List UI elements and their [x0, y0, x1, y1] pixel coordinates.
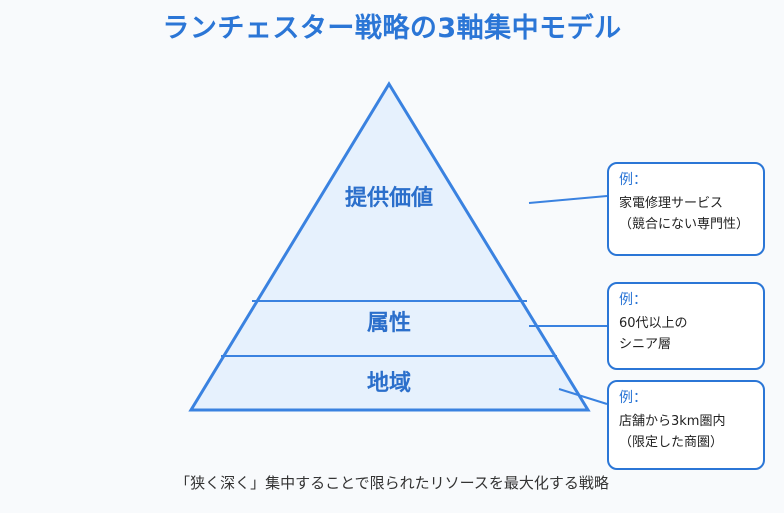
- example-line: シニア層: [619, 337, 672, 352]
- example-box-region: 例： 店舗から3km圏内 （限定した商圏）: [607, 380, 765, 470]
- pyramid-triangle: [188, 81, 591, 412]
- connector-line-3: [558, 388, 608, 405]
- example-line: 60代以上の: [619, 316, 688, 331]
- example-line: 家電修理サービス: [619, 196, 724, 211]
- example-heading: 例：: [619, 390, 647, 406]
- page-title: ランチェスター戦略の3軸集中モデル: [162, 13, 622, 44]
- layer-label-value: 提供価値: [344, 186, 433, 211]
- layer-label-attribute: 属性: [366, 311, 411, 336]
- example-heading: 例：: [619, 172, 647, 188]
- connector-line-1: [528, 195, 608, 204]
- example-box-attribute: 例： 60代以上の シニア層: [607, 282, 765, 370]
- example-box-value: 例： 家電修理サービス （競合にない専門性）: [607, 162, 765, 256]
- layer-label-region: 地域: [366, 371, 411, 396]
- example-line: （競合にない専門性）: [619, 217, 750, 232]
- example-heading: 例：: [619, 292, 647, 308]
- caption: 「狭く深く」集中することで限られたリソースを最大化する戦略: [175, 474, 609, 492]
- example-line: 店舗から3km圏内: [619, 414, 726, 429]
- example-line: （限定した商圏）: [619, 435, 724, 450]
